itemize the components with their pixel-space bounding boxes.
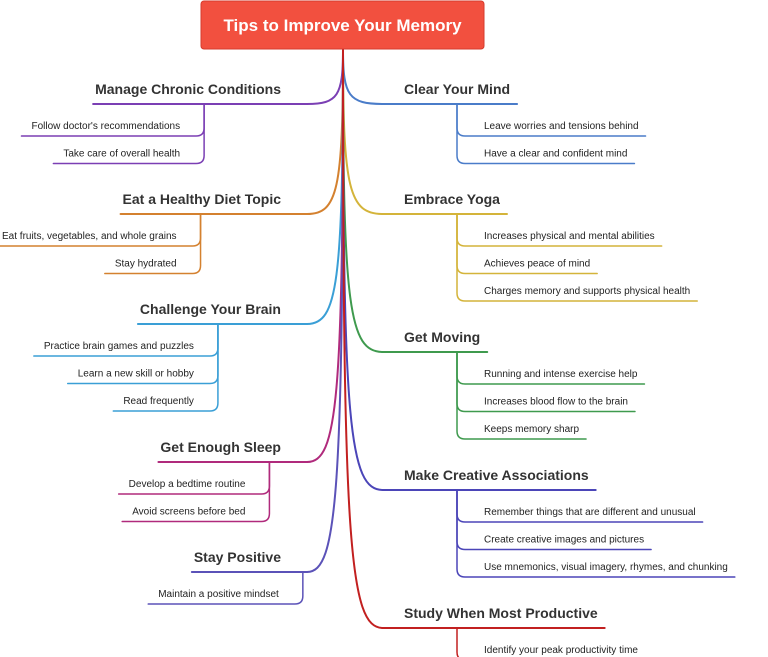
topic-label: Stay Positive [194,549,281,565]
leaf-item[interactable]: Practice brain games and puzzles [44,341,194,352]
leaf-connector [456,351,587,440]
leaf-item[interactable]: Identify your peak productivity time [484,645,638,656]
branch-connector-eat-a-healthy-diet-topic [306,49,344,215]
topic-label: Embrace Yoga [404,191,500,207]
topic-label: Eat a Healthy Diet Topic [123,191,282,207]
branch-connector-embrace-yoga [342,49,384,215]
leaf-item[interactable]: Develop a bedtime routine [129,479,246,490]
branch-connector-get-moving [342,49,384,353]
leaf-item[interactable]: Stay hydrated [115,259,177,270]
topic-label: Make Creative Associations [404,467,589,483]
leaf-item[interactable]: Eat fruits, vegetables, and whole grains [2,231,177,242]
leaf-item[interactable]: Remember things that are different and u… [484,507,696,518]
leaf-item[interactable]: Achieves peace of mind [484,259,590,270]
leaf-item[interactable]: Charges memory and supports physical hea… [484,286,690,297]
branch-connector-manage-chronic-conditions [306,49,344,105]
root-topic-label: Tips to Improve Your Memory [223,16,462,35]
leaf-item[interactable]: Have a clear and confident mind [484,149,627,160]
leaf-connector [121,461,271,523]
branch-connector-clear-your-mind [342,49,384,105]
branch-connector-study-when-most-productive [342,49,384,629]
topic-label: Clear Your Mind [404,81,510,97]
leaf-item[interactable]: Follow doctor's recommendations [31,121,180,132]
topic-label: Manage Chronic Conditions [95,81,281,97]
leaf-item[interactable]: Leave worries and tensions behind [484,121,639,132]
leaf-connector [456,103,636,165]
leaf-item[interactable]: Maintain a positive mindset [158,589,279,600]
leaf-connector [456,489,736,578]
leaf-connector [112,323,219,412]
leaf-connector [456,627,460,657]
topic-label: Challenge Your Brain [140,301,281,317]
branch-connectors [306,49,384,629]
leaf-item[interactable]: Take care of overall health [63,149,180,160]
leaf-item[interactable]: Keeps memory sharp [484,424,579,435]
branch-connector-make-creative-associations [342,49,384,491]
leaf-item[interactable]: Increases physical and mental abilities [484,231,655,242]
root-topic[interactable]: Tips to Improve Your Memory [200,0,485,50]
root-topic-box[interactable] [200,0,485,50]
branch-connector-stay-positive [306,49,344,573]
leaf-connector [104,213,202,275]
topic-label: Study When Most Productive [404,605,598,621]
leaf-item[interactable]: Read frequently [123,396,194,407]
leaf-item[interactable]: Avoid screens before bed [132,507,245,518]
topic-label: Get Enough Sleep [160,439,281,455]
topic-label: Get Moving [404,329,480,345]
leaf-item[interactable]: Create creative images and pictures [484,535,644,546]
leaf-item[interactable]: Learn a new skill or hobby [78,369,194,380]
leaf-connector [456,213,698,302]
leaf-connector [147,571,304,605]
leaf-item[interactable]: Increases blood flow to the brain [484,397,628,408]
leaf-item[interactable]: Use mnemonics, visual imagery, rhymes, a… [484,562,728,573]
leaf-item[interactable]: Running and intense exercise help [484,369,638,380]
leaf-connector [52,103,205,165]
